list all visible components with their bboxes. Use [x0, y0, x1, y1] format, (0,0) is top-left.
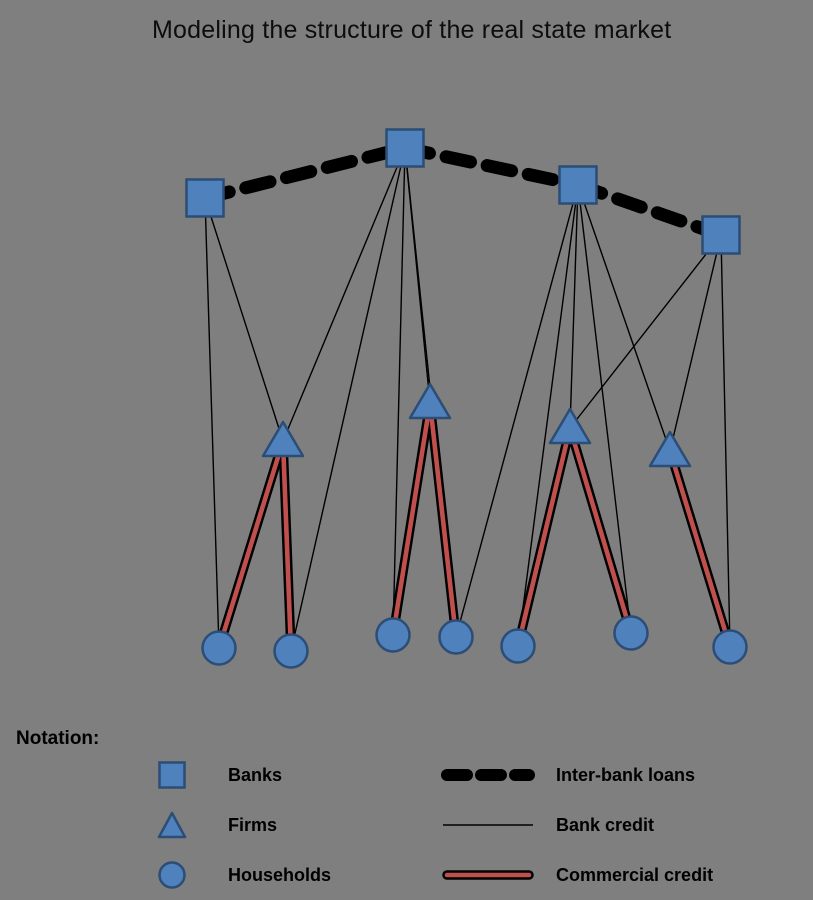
bank-credit-edge: [204, 197, 220, 649]
legend-label: Inter-bank loans: [556, 764, 696, 785]
page-title: Modeling the structure of the real state…: [152, 16, 672, 44]
bank-credit-edge: [669, 234, 722, 452]
household-circle-icon: [152, 858, 192, 892]
legend-label: Bank credit: [556, 814, 655, 835]
firm-node: [548, 407, 592, 445]
legend-label: Banks: [228, 764, 283, 785]
commercial-credit-edge: [390, 400, 433, 638]
legend-edge-column: Inter-bank loans Bank credit Commercial …: [438, 750, 713, 900]
bank-credit-edge: [204, 197, 284, 442]
commercial-credit-edge: [667, 448, 733, 650]
household-node: [500, 628, 536, 664]
household-node: [712, 629, 748, 665]
legend-item-households: Households: [152, 850, 331, 900]
interbank-loan-edge: [398, 141, 585, 192]
bank-credit-edge: [282, 147, 406, 442]
legend-label: Households: [228, 864, 332, 885]
bank-node: [185, 178, 225, 218]
firm-node: [261, 420, 305, 458]
firm-node: [408, 382, 452, 420]
commercial-credit-line-icon: [438, 865, 538, 885]
bank-credit-edge: [569, 234, 722, 429]
bank-credit-edge: [290, 147, 406, 652]
firm-triangle-icon: [152, 809, 192, 841]
bank-node: [701, 215, 741, 255]
interbank-loan-edge: [198, 141, 412, 205]
bank-credit-edge: [455, 184, 579, 638]
notation-heading: Notation:: [16, 728, 100, 749]
household-node: [438, 619, 474, 655]
bank-node: [558, 165, 598, 205]
legend-item-firms: Firms: [152, 800, 331, 850]
legend-item-banks: Banks: [152, 750, 331, 800]
commercial-credit-edge: [280, 438, 294, 654]
interbank-line-icon: [438, 766, 538, 784]
legend-label: Commercial credit: [556, 864, 714, 885]
legend-item-bank-credit: Bank credit: [438, 800, 713, 850]
commercial-credit-edge: [427, 400, 459, 640]
commercial-credit-edge: [515, 425, 573, 649]
bank-credit-edge: [577, 184, 632, 634]
household-node: [613, 615, 649, 651]
legend-label: Firms: [228, 814, 278, 835]
commercial-credit-edge: [567, 425, 634, 636]
firm-node: [648, 430, 692, 468]
bank-credit-edge: [392, 147, 406, 636]
household-node: [201, 630, 237, 666]
legend-item-commercial-credit: Commercial credit: [438, 850, 713, 900]
bank-square-icon: [152, 758, 192, 792]
interbank-loan-edge: [571, 178, 728, 242]
household-node: [375, 617, 411, 653]
bank-credit-line-icon: [438, 816, 538, 834]
household-node: [273, 633, 309, 669]
bank-node: [385, 128, 425, 168]
bank-credit-edge: [577, 184, 671, 452]
bank-credit-edge: [569, 184, 579, 429]
legend-node-column: Banks Firms Households: [152, 750, 331, 900]
bank-credit-edge: [517, 184, 579, 647]
bank-credit-edge: [720, 234, 731, 648]
commercial-credit-edge: [216, 438, 286, 651]
legend-item-interbank-loans: Inter-bank loans: [438, 750, 713, 800]
